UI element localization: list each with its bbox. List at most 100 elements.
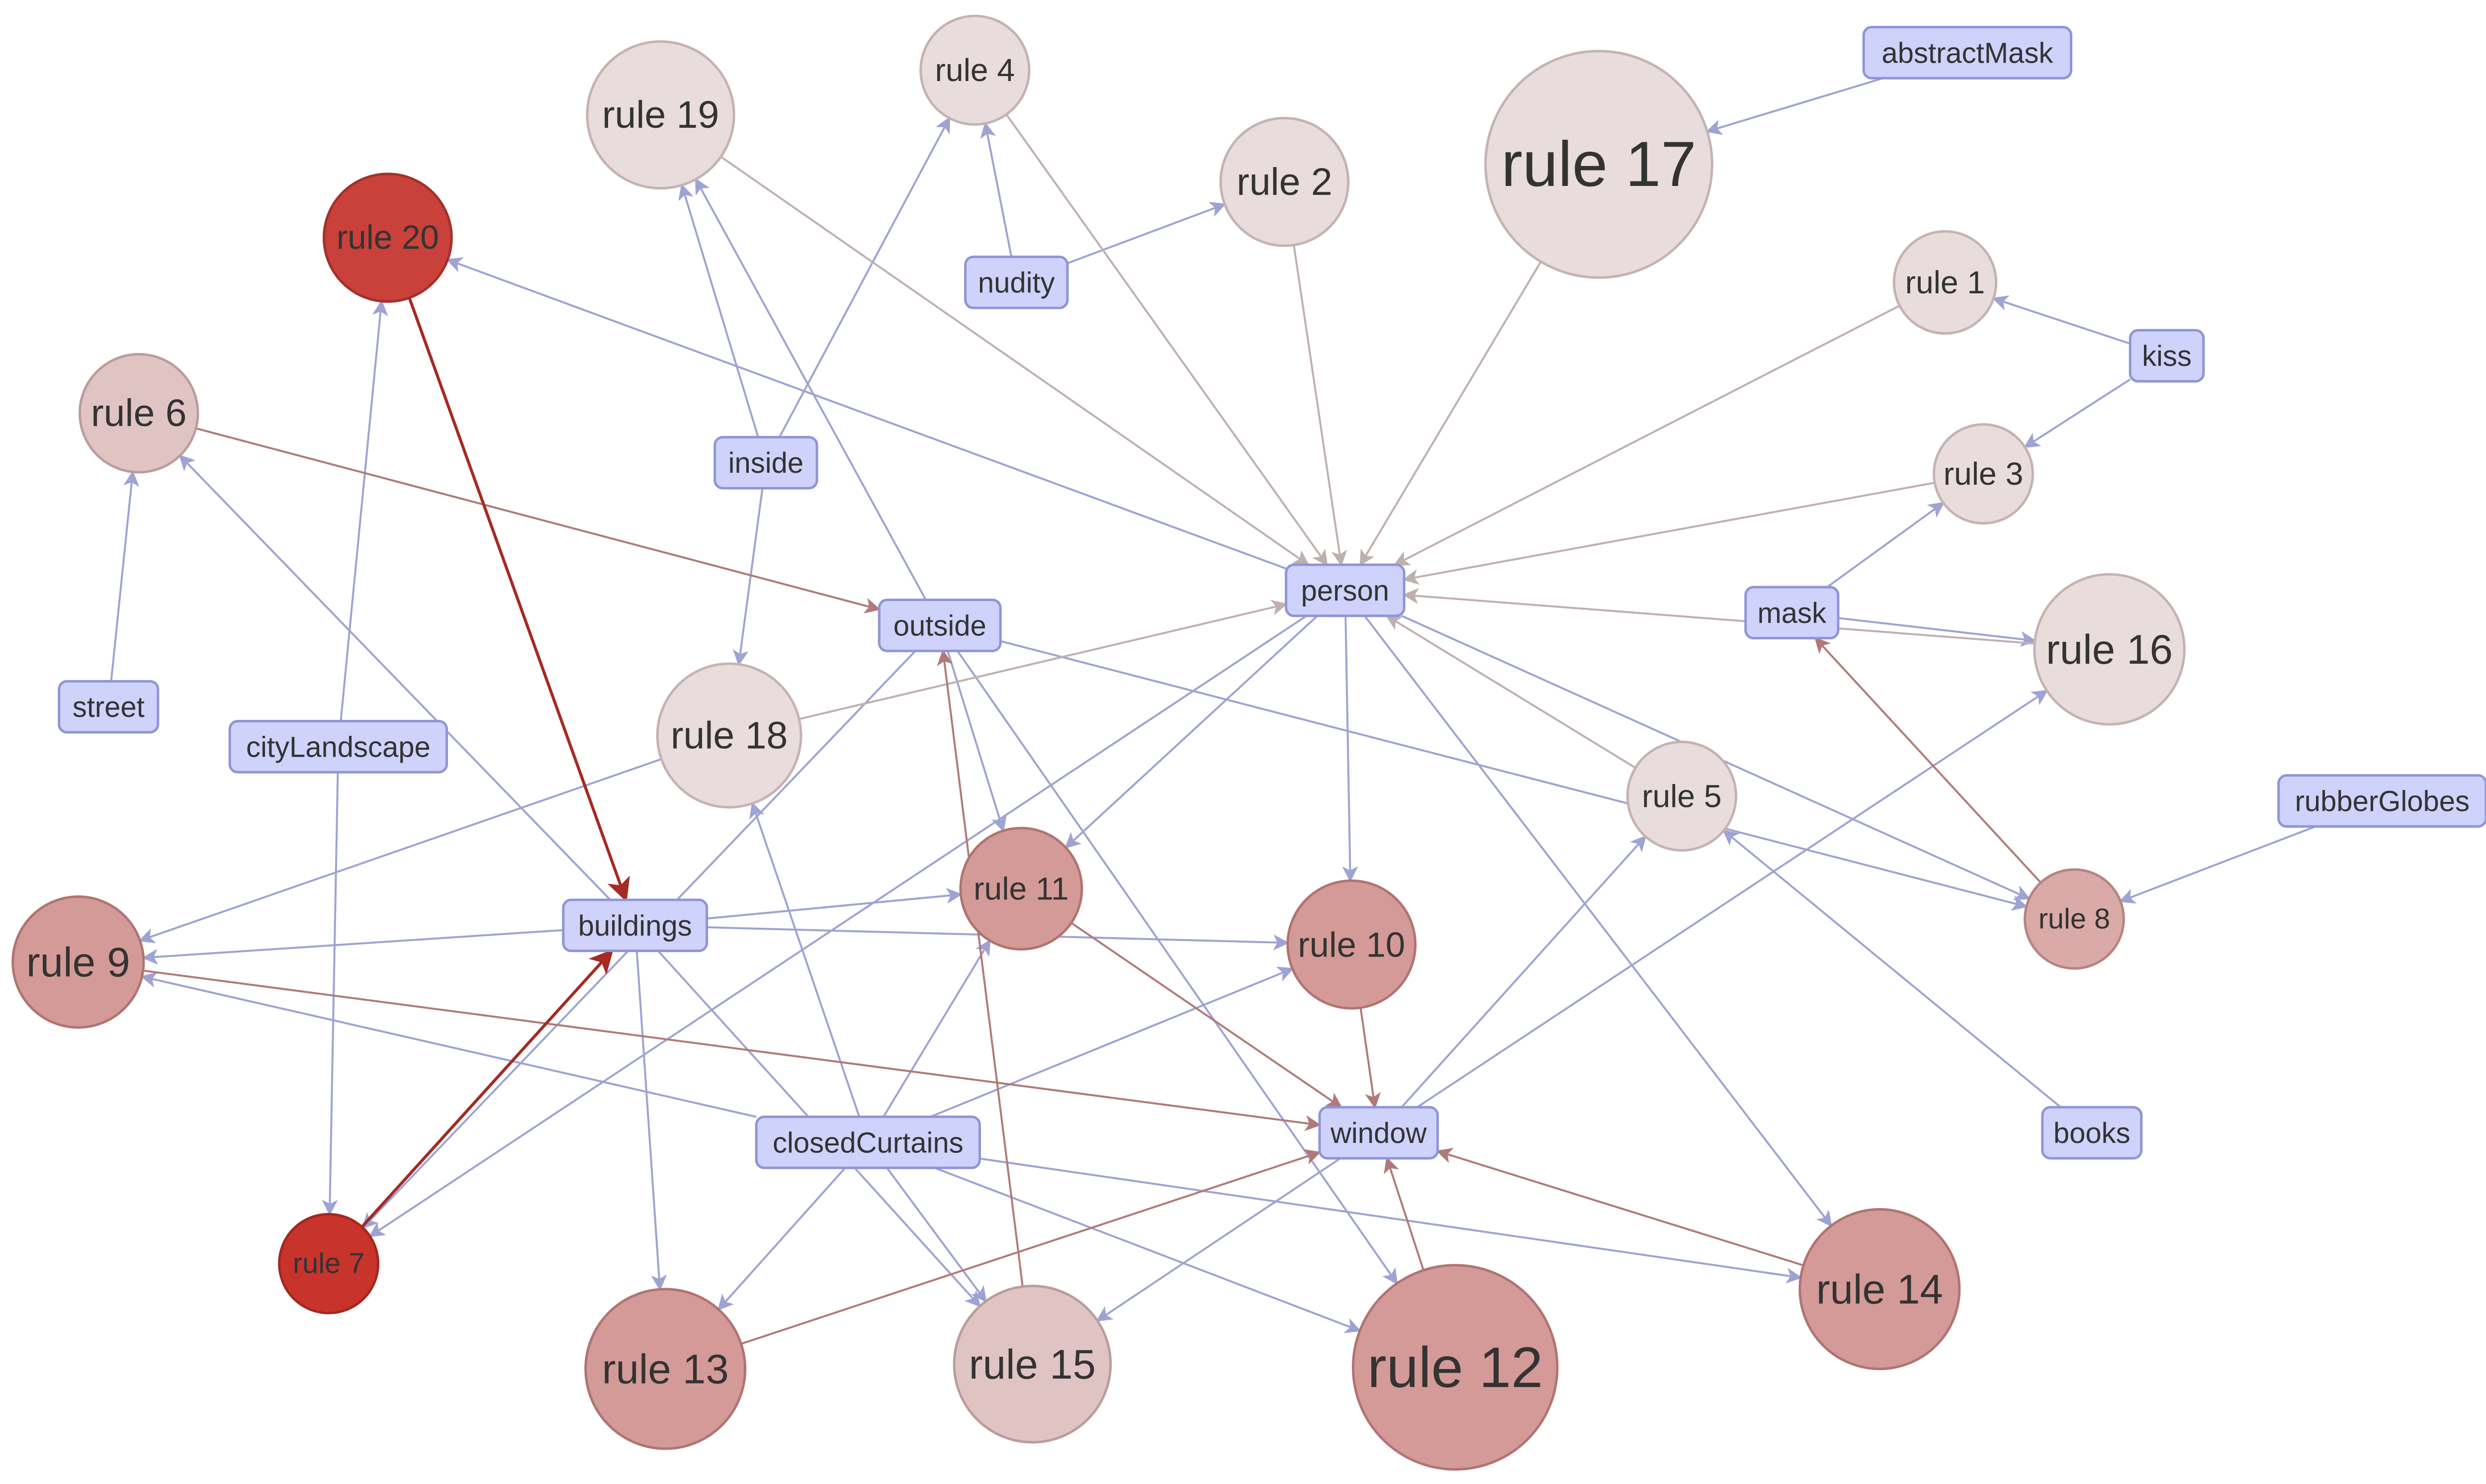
nodes-layer: rule 20 rule 19 rule 4 rule 2 rule 17 rule 1 r…	[11, 14, 2486, 1471]
feature-box[interactable]	[2129, 329, 2205, 383]
rule-label: rule 2	[1237, 161, 1332, 203]
rule-label: rule 10	[1298, 925, 1405, 964]
rule-circle[interactable]	[1351, 1264, 1559, 1471]
feature-node-street[interactable]: street	[58, 680, 160, 734]
feature-node-mask[interactable]: mask	[1744, 586, 1840, 640]
rule-node-18[interactable]: rule 18	[656, 662, 802, 809]
rule-circle[interactable]	[1219, 116, 1350, 247]
feature-box[interactable]	[878, 599, 1002, 652]
feature-node-cityLandscape[interactable]: cityLandscape	[228, 720, 448, 774]
feature-node-abstractMask[interactable]: abstractMask	[1862, 26, 2073, 80]
rule-node-16[interactable]: rule 16	[2033, 573, 2186, 726]
feature-node-outside[interactable]: outside	[878, 599, 1002, 652]
rule-label: rule 16	[2046, 626, 2173, 673]
feature-node-rubberGlobes[interactable]: rubberGlobes	[2277, 774, 2486, 828]
rule-node-5[interactable]: rule 5	[1626, 740, 1738, 852]
feature-label: nudity	[978, 267, 1055, 299]
edge-mask-to-rule3	[1826, 502, 1945, 588]
edge-rule14-to-window	[1436, 1147, 1804, 1267]
edge-closedCurtains-to-rule14	[979, 1157, 1802, 1284]
edge-person-to-rule14	[1364, 615, 1832, 1227]
feature-node-kiss[interactable]: kiss	[2129, 329, 2205, 383]
edge-inside-to-rule19	[678, 183, 759, 437]
rule-circle[interactable]	[584, 1288, 747, 1450]
rule-circle[interactable]	[919, 14, 1031, 126]
feature-box[interactable]	[1744, 586, 1840, 640]
rule-node-17[interactable]: rule 17	[1484, 50, 1713, 279]
rule-circle[interactable]	[656, 662, 802, 809]
rule-circle[interactable]	[953, 1285, 1112, 1444]
rule-circle[interactable]	[78, 352, 199, 474]
rule-circle[interactable]	[1286, 879, 1417, 1010]
feature-box[interactable]	[228, 720, 448, 774]
edge-books-to-rule5	[1722, 829, 2061, 1108]
edge-rule8-to-mask	[1814, 637, 2042, 883]
rule-node-10[interactable]: rule 10	[1286, 879, 1417, 1010]
rule-node-11[interactable]: rule 11	[959, 827, 1083, 951]
rule-node-8[interactable]: rule 8	[2023, 868, 2125, 970]
feature-box[interactable]	[1285, 563, 1406, 617]
feature-box[interactable]	[1318, 1106, 1439, 1160]
feature-box[interactable]	[562, 898, 709, 953]
rule-node-9[interactable]: rule 9	[11, 895, 145, 1029]
feature-node-books[interactable]: books	[2041, 1106, 2143, 1160]
rule-node-4[interactable]: rule 4	[919, 14, 1031, 126]
edge-rule18-to-rule9	[138, 758, 662, 944]
feature-node-inside[interactable]: inside	[713, 436, 818, 490]
rule-circle[interactable]	[278, 1213, 380, 1314]
feature-node-buildings[interactable]: buildings	[562, 898, 709, 953]
edge-rule2-to-person	[1293, 245, 1347, 567]
feature-node-closedCurtains[interactable]: closedCurtains	[755, 1115, 981, 1169]
feature-box[interactable]	[58, 680, 160, 734]
rule-circle[interactable]	[1892, 230, 1998, 335]
edge-street-to-rule6	[110, 470, 139, 682]
rule-circle[interactable]	[2023, 868, 2125, 970]
rule-node-1[interactable]: rule 1	[1892, 230, 1998, 335]
rule-label: rule 7	[293, 1248, 364, 1280]
rule-node-6[interactable]: rule 6	[78, 352, 199, 474]
edge-window-to-rule16	[1417, 690, 2048, 1108]
edge-buildings-to-rule9	[142, 929, 563, 965]
rule-circle[interactable]	[2033, 573, 2186, 726]
rule-circle[interactable]	[1484, 50, 1713, 279]
rule-label: rule 19	[602, 93, 719, 136]
feature-box[interactable]	[964, 256, 1069, 309]
rule-label: rule 6	[91, 392, 187, 435]
edge-rule17-to-person	[1359, 261, 1542, 566]
edge-outside-to-rule12	[957, 650, 1398, 1285]
rule-circle[interactable]	[1933, 423, 2035, 525]
feature-box[interactable]	[1862, 26, 2073, 80]
rule-circle[interactable]	[11, 895, 145, 1029]
feature-box[interactable]	[2041, 1106, 2143, 1160]
rule-circle[interactable]	[959, 827, 1083, 951]
rule-circle[interactable]	[586, 40, 735, 190]
feature-label: cityLandscape	[246, 731, 431, 763]
feature-label: window	[1330, 1117, 1427, 1149]
edge-inside-to-rule4	[778, 116, 951, 438]
rule-node-7[interactable]: rule 7	[278, 1213, 380, 1314]
rule-node-14[interactable]: rule 14	[1798, 1208, 1961, 1370]
rule-node-12[interactable]: rule 12	[1351, 1264, 1559, 1471]
edge-rule19-to-person	[720, 156, 1310, 566]
rule-node-3[interactable]: rule 3	[1933, 423, 2035, 525]
feature-node-window[interactable]: window	[1318, 1106, 1439, 1160]
rule-label: rule 20	[337, 219, 439, 257]
edge-closedCurtains-to-rule12	[934, 1167, 1361, 1333]
feature-label: street	[73, 691, 145, 723]
edge-rule7-to-buildings	[360, 949, 614, 1228]
rule-circle[interactable]	[1626, 740, 1738, 852]
feature-node-nudity[interactable]: nudity	[964, 256, 1069, 309]
rule-node-19[interactable]: rule 19	[586, 40, 735, 190]
rule-node-20[interactable]: rule 20	[322, 173, 453, 303]
rule-circle[interactable]	[1798, 1208, 1961, 1370]
feature-node-person[interactable]: person	[1285, 563, 1406, 617]
feature-label: kiss	[2142, 340, 2192, 372]
feature-box[interactable]	[713, 436, 818, 490]
feature-box[interactable]	[755, 1115, 981, 1169]
rule-node-13[interactable]: rule 13	[584, 1288, 747, 1450]
rule-circle[interactable]	[322, 173, 453, 303]
edge-kiss-to-rule1	[1992, 295, 2131, 345]
rule-node-2[interactable]: rule 2	[1219, 116, 1350, 247]
rule-node-15[interactable]: rule 15	[953, 1285, 1112, 1444]
